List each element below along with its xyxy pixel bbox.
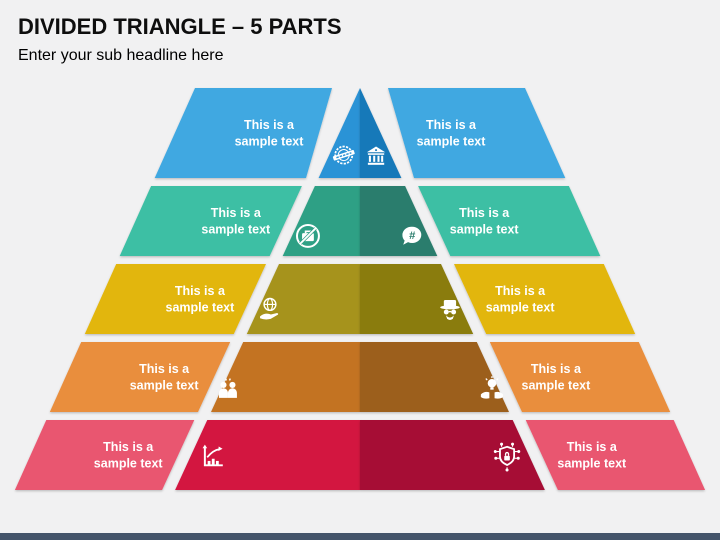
segment-label-part-4-left-line1: This is a [139,362,190,376]
security-shield-icon [493,442,521,472]
pyramid-part-2: This is a sample text This is a sample te… [119,186,601,256]
segment-label-part-1-left-line1: This is a [244,118,295,132]
hashtag-chat-icon: # [402,226,422,245]
segment-label-part-5-right-line1: This is a [567,440,618,454]
segment-label-part-5-right-line2: sample text [557,457,627,471]
segment-label-part-5-left-line2: sample text [94,457,164,471]
segment-label-part-5-left-line1: This is a [103,440,154,454]
segment-label-part-3-left-line2: sample text [166,301,236,315]
slide-subtitle: Enter your sub headline here [18,47,224,64]
part-1-left-segment [154,88,332,178]
part-5-center-right-segment [360,420,545,490]
part-3-right-segment [454,264,636,334]
bank-icon [366,146,386,165]
segment-label-part-4-right-line2: sample text [522,379,592,393]
part-4-center-right-segment [360,342,509,412]
stamp-seal-icon [332,145,355,165]
part-2-right-segment [418,186,601,256]
svg-text:#: # [409,230,416,242]
segment-label-part-1-right-line2: sample text [417,135,487,149]
part-4-right-segment [489,342,671,412]
part-5-right-segment [525,420,706,490]
part-5-left-segment [14,420,195,490]
pyramid-part-1: This is a sample text This is a sample te… [154,88,566,178]
part-3-left-segment [84,264,266,334]
segment-label-part-1-right-line1: This is a [426,118,477,132]
part-3-center-right-segment [360,264,474,334]
segment-label-part-2-left-line2: sample text [201,223,271,237]
segment-label-part-3-right-line2: sample text [486,301,556,315]
no-briefcase-icon [295,223,320,248]
part-1-center-right-segment [360,88,402,178]
pyramid-part-4: This is a sample text This is a sample te… [49,342,671,412]
globe-hand-icon [260,297,279,320]
pyramid-part-5: This is a sample text This is a sample te… [14,420,706,490]
part-5-center-left-segment [175,420,360,490]
segment-label-part-2-right-line1: This is a [459,206,510,220]
segment-label-part-2-right-line2: sample text [450,223,520,237]
footer-accent-bar [0,533,720,540]
growth-chart-icon [202,444,223,467]
part-3-center-left-segment [246,264,360,334]
segment-label-part-4-left-line2: sample text [130,379,200,393]
slide-title: DIVIDED TRIANGLE – 5 PARTS [18,14,342,39]
segment-label-part-4-right-line1: This is a [531,362,582,376]
idea-hands-icon [480,376,504,399]
segment-label-part-2-left-line1: This is a [211,206,262,220]
team-icon [218,378,237,398]
part-1-right-segment [388,88,566,178]
segment-label-part-3-right-line1: This is a [495,284,546,298]
slide-header: DIVIDED TRIANGLE – 5 PARTS Enter your su… [0,0,720,65]
part-2-center-left-segment [282,186,360,256]
pyramid-part-3: This is a sample text This is a sample te… [84,264,636,334]
spy-icon [440,300,460,320]
segment-label-part-1-left-line2: sample text [235,135,305,149]
part-4-left-segment [49,342,231,412]
part-2-left-segment [119,186,302,256]
part-4-center-left-segment [211,342,360,412]
segment-label-part-3-left-line1: This is a [175,284,226,298]
